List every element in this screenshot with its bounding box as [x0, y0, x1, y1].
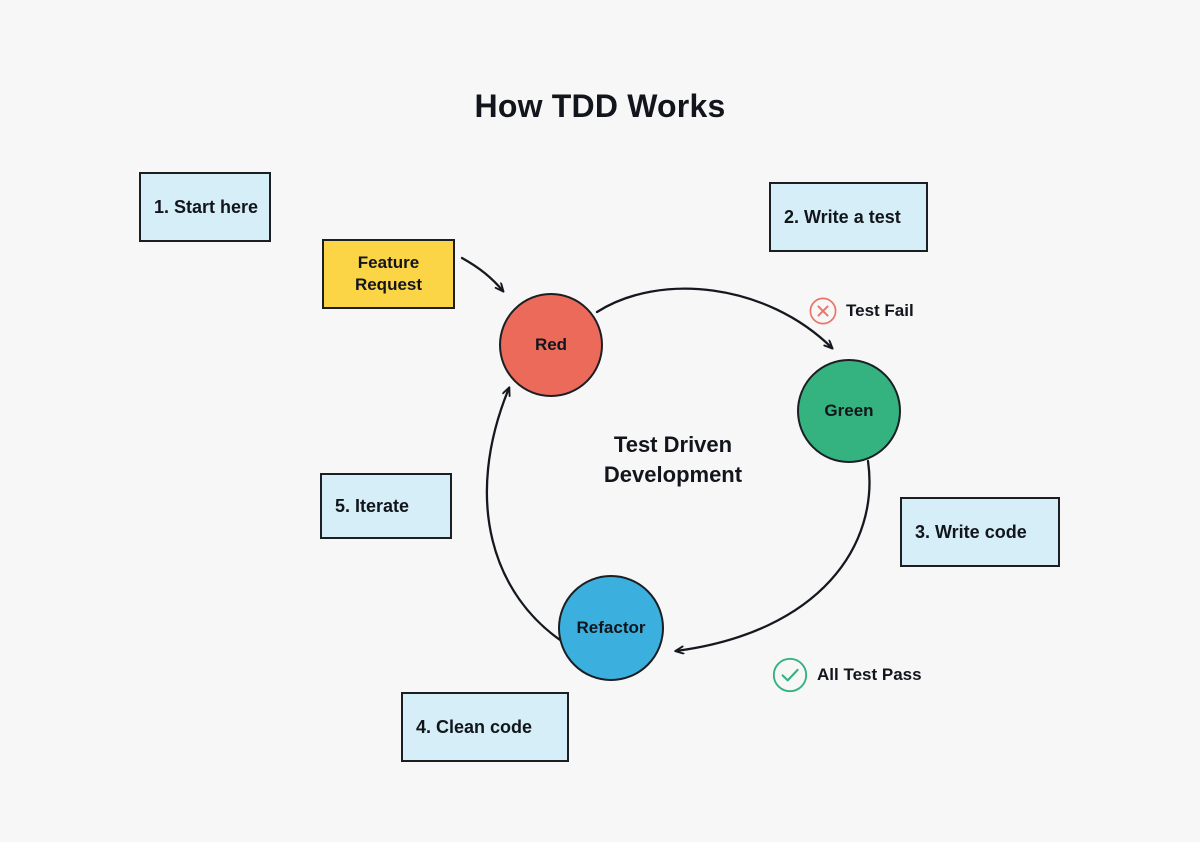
step-box-write-code[interactable]: 3. Write code [900, 497, 1060, 567]
status-all-test-pass-label: All Test Pass [817, 665, 922, 684]
center-label-line2: Development [603, 462, 743, 488]
center-label: Test Driven Development [553, 430, 793, 491]
step-box-iterate[interactable]: 5. Iterate [320, 473, 452, 539]
status-test-fail-label: Test Fail [846, 301, 914, 320]
node-red[interactable]: Red [499, 293, 603, 397]
page-title: How TDD Works [474, 88, 726, 124]
circle-check-icon [772, 657, 808, 693]
step-box-write-a-test[interactable]: 2. Write a test [769, 182, 928, 252]
step-box-start-here[interactable]: 1. Start here [139, 172, 271, 242]
center-label-line1: Test Driven [613, 432, 733, 457]
status-all-test-pass: All Test Pass [771, 656, 922, 694]
step-box-clean-code[interactable]: 4. Clean code [401, 692, 569, 762]
node-refactor[interactable]: Refactor [558, 575, 664, 681]
feature-request-box[interactable]: Feature Request [322, 239, 455, 309]
feature-request-line2: Request [354, 275, 423, 294]
feature-request-line1: Feature [357, 252, 420, 272]
circle-x-icon [809, 297, 837, 325]
arrow-red-to-green [595, 287, 832, 348]
status-test-fail: Test Fail [808, 296, 914, 326]
arrow-feature-to-red [460, 256, 503, 291]
arrow-refactor-to-red [485, 388, 568, 646]
node-green[interactable]: Green [797, 359, 901, 463]
